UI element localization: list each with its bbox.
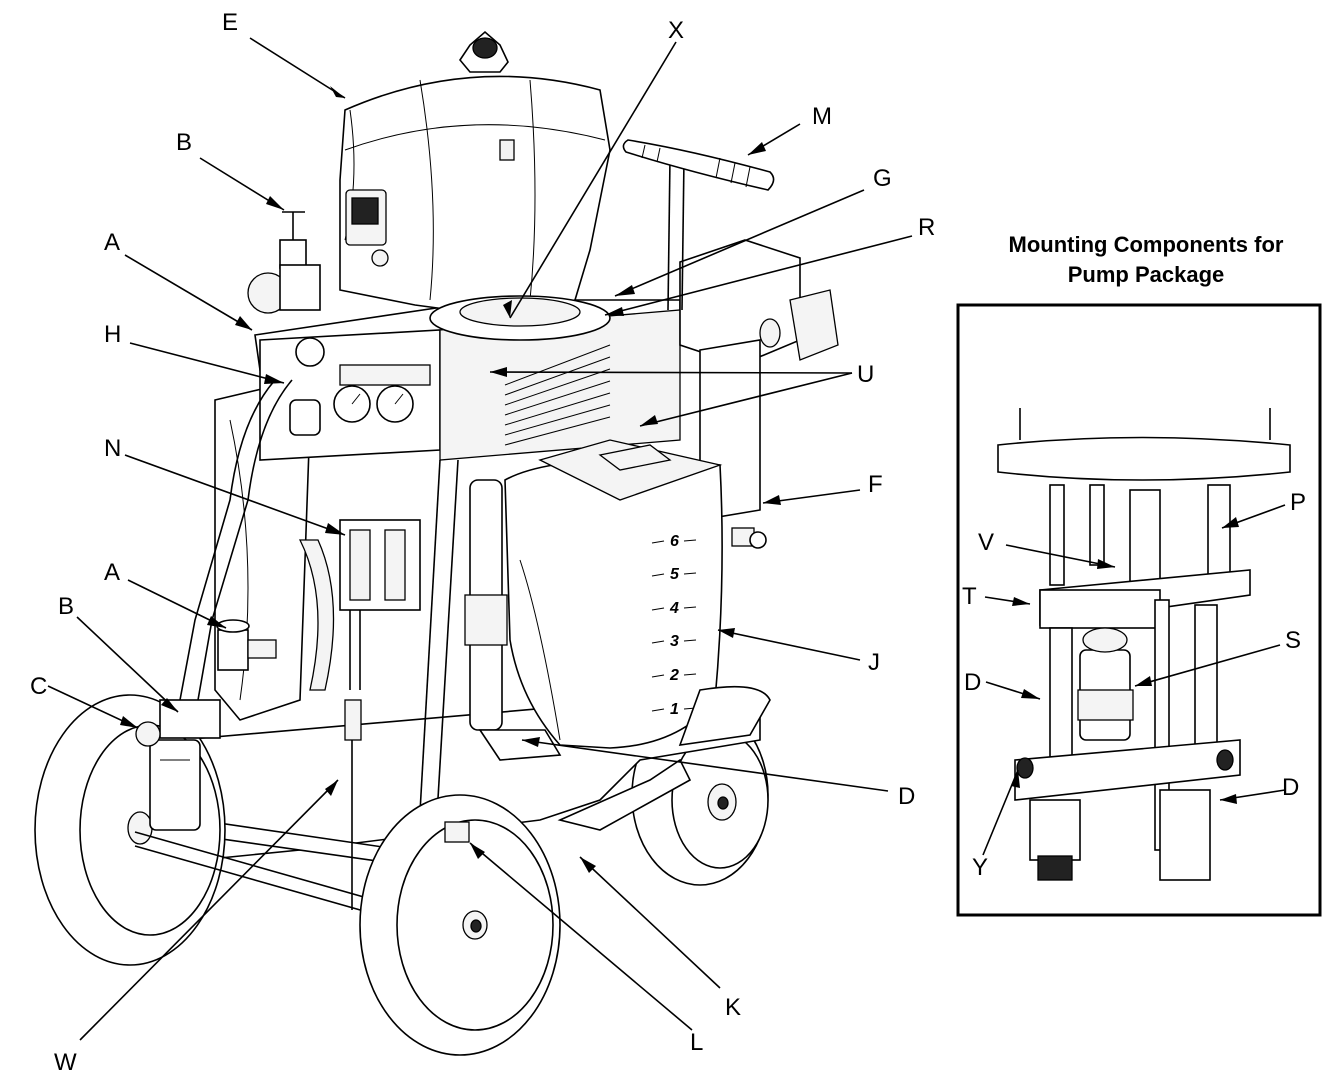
- inset-title-line2: Pump Package: [1068, 262, 1225, 287]
- hopper-level-marks: 6 5 4 3 2 1: [651, 533, 697, 718]
- callout-l: L: [690, 1029, 703, 1056]
- air-regulator: [247, 211, 321, 314]
- callout-w: W: [54, 1049, 77, 1076]
- handle-grip-ridges: [641, 144, 751, 188]
- callout-b-mid: B: [58, 593, 74, 620]
- inset-callout-arrowheads: [1011, 517, 1239, 804]
- level-mark-5: 5: [670, 566, 680, 583]
- material-hopper: 6 5 4 3 2 1: [504, 439, 723, 749]
- sprayer-illustration: 6 5 4 3 2 1: [34, 30, 839, 1056]
- callout-d-main: D: [898, 783, 915, 810]
- level-mark-1: 1: [670, 701, 679, 718]
- inset-panel: Mounting Components for Pump Package: [956, 232, 1322, 917]
- ball-valve-assembly: [216, 619, 277, 671]
- hose-clamp: [444, 821, 470, 843]
- callout-a-mid: A: [104, 559, 120, 586]
- outlet-fitting: [731, 527, 767, 549]
- callout-r: R: [918, 214, 935, 241]
- callout-g: G: [873, 165, 892, 192]
- pump-base: [429, 295, 611, 341]
- inset-title-line1: Mounting Components for: [1009, 232, 1284, 257]
- callout-k: K: [725, 994, 741, 1021]
- level-mark-4: 4: [669, 600, 679, 617]
- displacement-pump: [464, 479, 562, 761]
- callout-b-top: B: [176, 129, 192, 156]
- inset-callout-d-left: D: [964, 669, 981, 696]
- inset-callout-p: P: [1290, 489, 1306, 516]
- callout-e: E: [222, 9, 238, 36]
- callout-c: C: [30, 673, 47, 700]
- level-mark-3: 3: [670, 633, 679, 650]
- callout-arrowheads: [120, 86, 781, 873]
- callout-a-top: A: [104, 229, 120, 256]
- inset-callout-v: V: [978, 529, 994, 556]
- motor-cover: [339, 30, 611, 316]
- manifold-block: [339, 519, 421, 910]
- inset-callout-t: T: [962, 583, 977, 610]
- level-mark-6: 6: [670, 533, 679, 550]
- cart-handle: [622, 139, 775, 311]
- callout-n: N: [104, 435, 121, 462]
- vent-slats: [504, 344, 611, 446]
- inset-callout-s: S: [1285, 627, 1301, 654]
- pressure-gauges: [289, 337, 431, 436]
- inset-callout-labels: P V T S D D Y: [962, 489, 1306, 881]
- level-mark-2: 2: [669, 667, 679, 684]
- inset-callout-y: Y: [972, 854, 988, 881]
- front-right-wheel: [359, 794, 561, 1056]
- callout-m: M: [812, 103, 832, 130]
- callout-j: J: [868, 649, 880, 676]
- control-box: [679, 239, 839, 521]
- callout-f: F: [868, 471, 883, 498]
- callout-labels: E X M B G R A H U N F A B C J D K L W: [30, 9, 935, 1076]
- callout-u: U: [857, 361, 874, 388]
- callout-x: X: [668, 17, 684, 44]
- rear-tray: [678, 685, 771, 746]
- callout-h: H: [104, 321, 121, 348]
- inset-callout-d-right: D: [1282, 774, 1299, 801]
